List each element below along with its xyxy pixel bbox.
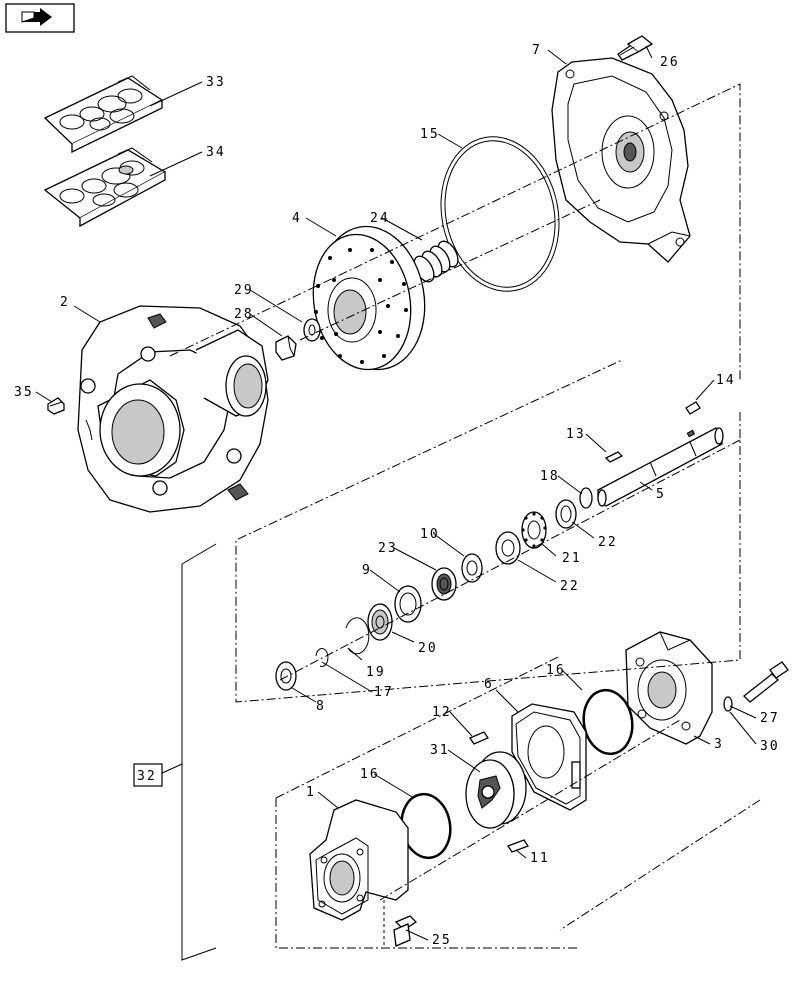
- bolt-35: [47, 397, 65, 415]
- callout-21: 21: [562, 551, 582, 566]
- callout-2: 2: [60, 295, 70, 310]
- bolt-27: [743, 661, 789, 703]
- gear-rotor-31: [465, 751, 527, 829]
- mounting-flange-1: [309, 799, 409, 921]
- nut-28: [275, 335, 297, 361]
- washer-30: [723, 696, 733, 712]
- seal-kit-34: [43, 147, 167, 228]
- spring-24: [413, 240, 459, 283]
- callout-11: 11: [530, 851, 550, 866]
- rear-housing-3: [625, 631, 713, 745]
- callout-15: 15: [420, 127, 440, 142]
- callout-14: 14: [716, 373, 736, 388]
- callout-5: 5: [656, 487, 666, 502]
- callout-34: 34: [206, 145, 226, 160]
- bearing-23: [431, 567, 457, 601]
- callout-10: 10: [420, 527, 440, 542]
- callout-31: 31: [430, 743, 450, 758]
- snap-ring-17: [315, 647, 329, 667]
- dowel-pin-12: [469, 731, 489, 745]
- callout-20: 20: [418, 641, 438, 656]
- callout-18: 18: [540, 469, 560, 484]
- washer-10: [461, 553, 483, 583]
- callout-4: 4: [292, 211, 302, 226]
- callout-16b: 16: [360, 767, 380, 782]
- callout-22a: 22: [598, 535, 618, 550]
- callout-29: 29: [234, 283, 254, 298]
- callout-9: 9: [362, 563, 372, 578]
- seal-kit-33: [43, 75, 164, 154]
- callout-27: 27: [760, 711, 780, 726]
- key-14: [685, 401, 701, 415]
- callout-8: 8: [316, 699, 326, 714]
- callout-22b: 22: [560, 579, 580, 594]
- washer-22-lower: [495, 531, 521, 565]
- washer-8: [275, 661, 297, 691]
- callout-26: 26: [660, 55, 680, 70]
- callout-7: 7: [532, 43, 542, 58]
- callout-16a: 16: [546, 663, 566, 678]
- bolt-26: [617, 35, 654, 61]
- callout-28: 28: [234, 307, 254, 322]
- callout-6: 6: [484, 677, 494, 692]
- callout-labels: 33 34 7 26 15 24 4 29 28 2 35 14 13 18 5…: [14, 43, 780, 948]
- callout-1: 1: [306, 785, 316, 800]
- key-13: [604, 451, 624, 463]
- callout-30: 30: [760, 739, 780, 754]
- callout-12: 12: [432, 705, 452, 720]
- callout-17: 17: [374, 685, 394, 700]
- o-ring-15: [440, 136, 560, 292]
- bolt-25: [393, 915, 418, 947]
- end-housing-7: [551, 57, 691, 263]
- gear-plate-21: [521, 511, 547, 549]
- impeller-plate-4: [312, 225, 426, 371]
- turn-page-arrow-icon[interactable]: [5, 3, 75, 33]
- callout-25: 25: [432, 933, 452, 948]
- callout-3: 3: [714, 737, 724, 752]
- callout-23: 23: [378, 541, 398, 556]
- callout-33: 33: [206, 75, 226, 90]
- pump-housing-2: [77, 305, 269, 513]
- snap-ring-19: [345, 617, 370, 655]
- callout-32: 32: [137, 769, 157, 784]
- bracket-32: [133, 543, 217, 961]
- retainer-18: [579, 487, 593, 509]
- ring-9: [394, 585, 422, 623]
- washer-29: [303, 318, 321, 342]
- callout-13: 13: [566, 427, 586, 442]
- shaft-5: [597, 427, 724, 507]
- bearing-20: [367, 603, 393, 641]
- o-ring-16-upper: [582, 688, 634, 756]
- leader-lines: [35, 45, 757, 941]
- callout-19: 19: [366, 665, 386, 680]
- callout-35: 35: [14, 385, 34, 400]
- washer-22-upper: [555, 499, 577, 529]
- callout-24: 24: [370, 211, 390, 226]
- dowel-pin-11: [507, 839, 529, 853]
